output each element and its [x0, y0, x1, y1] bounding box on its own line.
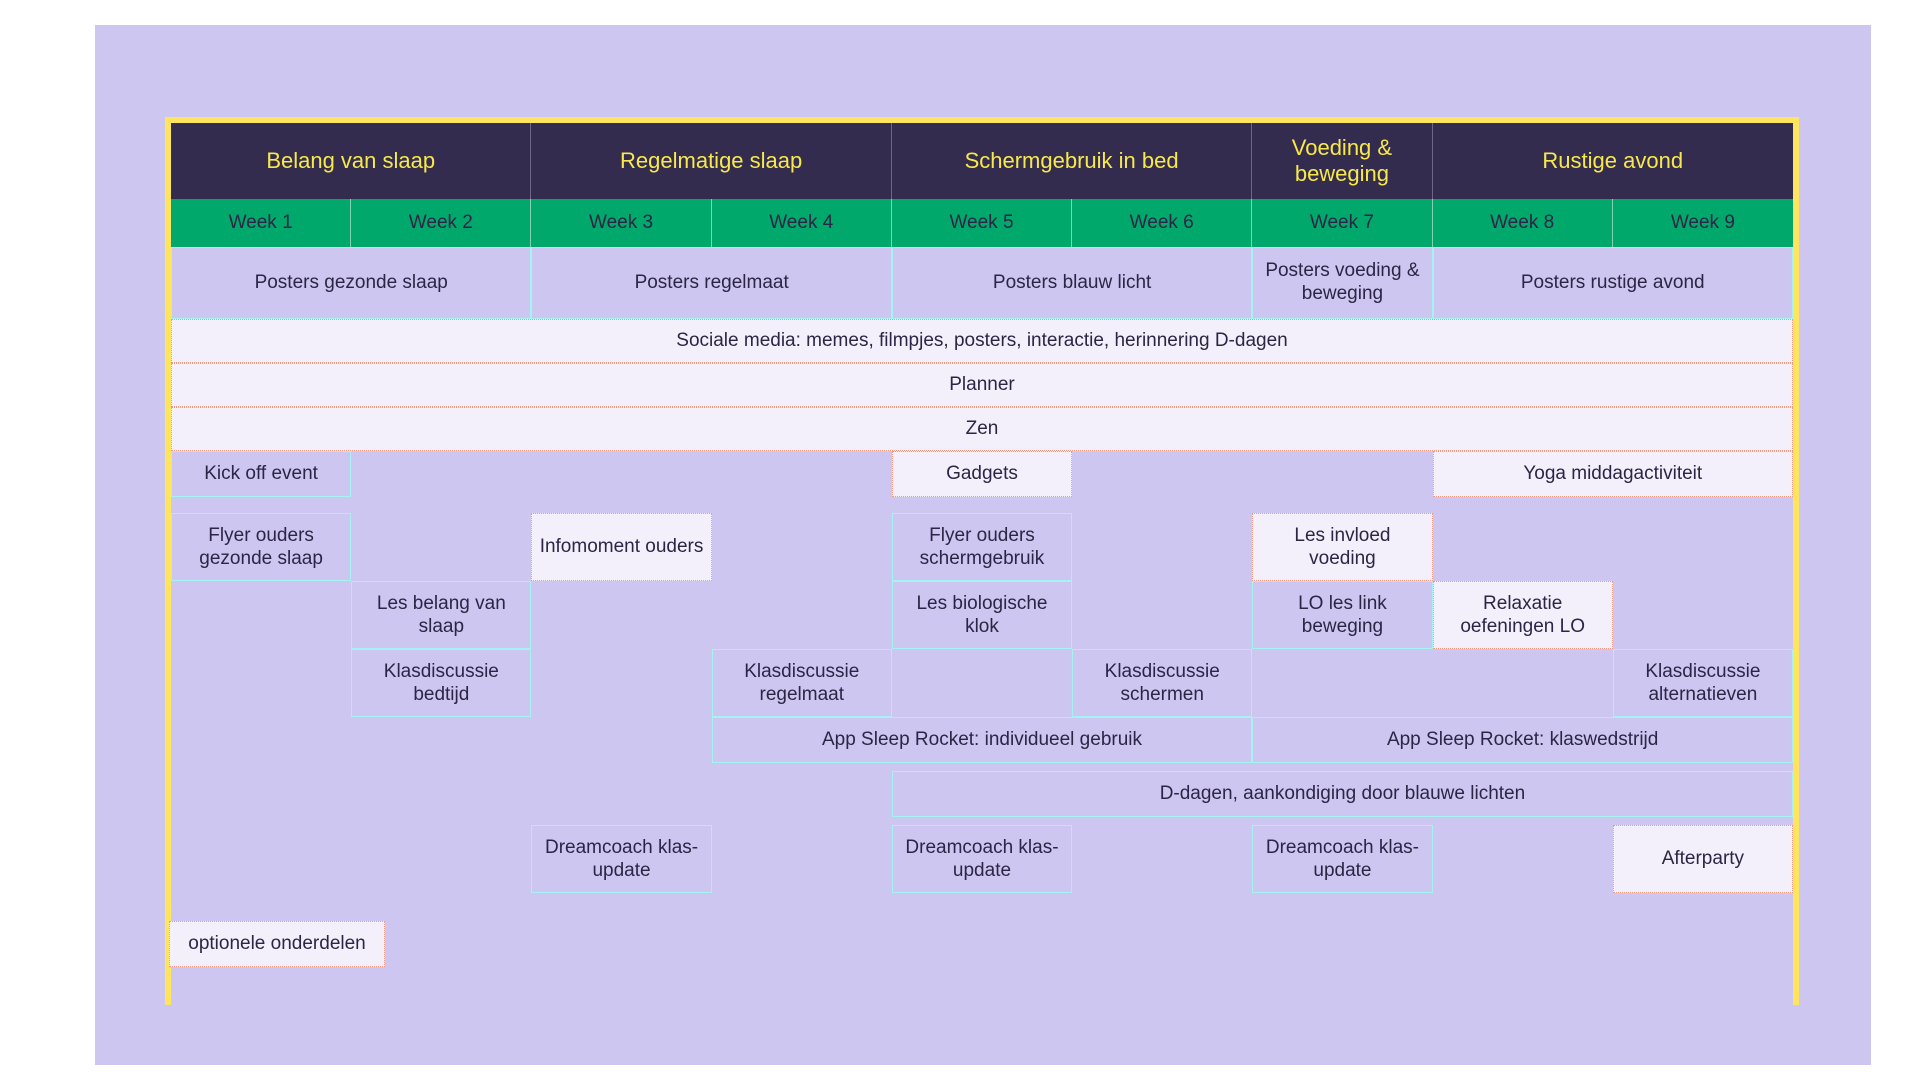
activity-box: Dreamcoach klas-update — [891, 825, 1073, 893]
week-header-cell: Week 2 — [351, 199, 532, 247]
legend-optional-items: optionele onderdelen — [169, 921, 385, 967]
activity-box: Klasdiscussie regelmaat — [711, 649, 892, 717]
week-header-cell: Week 9 — [1612, 199, 1793, 247]
activity-box: Dreamcoach klas-update — [1252, 825, 1433, 893]
week-header-cell: Week 7 — [1252, 199, 1433, 247]
campaign-band-cell: Zen — [171, 407, 1793, 451]
poster-cell: Posters blauw licht — [891, 247, 1253, 319]
activity-box: Flyer ouders gezonde slaap — [171, 513, 352, 581]
activity-box-optional: Afterparty — [1612, 825, 1793, 893]
poster-cell: Posters rustige avond — [1432, 247, 1793, 319]
week-header-cell: Week 4 — [711, 199, 892, 247]
campaign-band-row: Sociale media: memes, filmpjes, posters,… — [171, 319, 1793, 363]
theme-header-cell: Rustige avond — [1432, 123, 1793, 199]
theme-header-cell: Regelmatige slaap — [531, 123, 892, 199]
campaign-band-row: Planner — [171, 363, 1793, 407]
activity-box: Les belang van slaap — [351, 581, 532, 649]
theme-header-cell: Voeding & beweging — [1252, 123, 1433, 199]
activity-box: Klasdiscussie alternatieven — [1612, 649, 1793, 717]
campaign-band-cell: Planner — [171, 363, 1793, 407]
poster-cell: Posters gezonde slaap — [171, 247, 532, 319]
week-header-cell: Week 6 — [1072, 199, 1253, 247]
activity-box: Les biologische klok — [891, 581, 1073, 649]
week-header-cell: Week 8 — [1432, 199, 1613, 247]
campaign-wide-band-rows: Sociale media: memes, filmpjes, posters,… — [171, 319, 1793, 451]
campaign-band-cell: Sociale media: memes, filmpjes, posters,… — [171, 319, 1793, 363]
activity-box: Klasdiscussie bedtijd — [351, 649, 532, 717]
activity-box: Dreamcoach klas-update — [531, 825, 712, 893]
week-header-cell: Week 1 — [171, 199, 352, 247]
activity-box-optional: Yoga middagactiviteit — [1432, 451, 1793, 497]
activity-box-optional: Les invloed voeding — [1252, 513, 1433, 581]
activity-box: App Sleep Rocket: individueel gebruik — [711, 717, 1253, 763]
activity-box-optional: Gadgets — [891, 451, 1073, 497]
poster-cell: Posters voeding & beweging — [1252, 247, 1433, 319]
activity-box: D-dagen, aankondiging door blauwe lichte… — [891, 771, 1793, 817]
week-header-cell: Week 5 — [891, 199, 1073, 247]
activity-box: Flyer ouders schermgebruik — [891, 513, 1073, 581]
activity-box-optional: Infomoment ouders — [531, 513, 712, 581]
activities-area: Kick off event Gadgets Yoga middagactivite… — [169, 451, 1793, 1013]
theme-header-cell: Belang van slaap — [171, 123, 532, 199]
activity-box: App Sleep Rocket: klaswedstrijd — [1252, 717, 1793, 763]
week-header-cell: Week 3 — [531, 199, 712, 247]
activity-box: Kick off event — [171, 451, 352, 497]
poster-cell: Posters regelmaat — [531, 247, 892, 319]
activity-box-optional: Relaxatie oefeningen LO — [1432, 581, 1613, 649]
activity-box: LO les link beweging — [1252, 581, 1433, 649]
activity-box: Klasdiscussie schermen — [1072, 649, 1253, 717]
theme-header-cell: Schermgebruik in bed — [891, 123, 1253, 199]
campaign-band-row: Zen — [171, 407, 1793, 451]
